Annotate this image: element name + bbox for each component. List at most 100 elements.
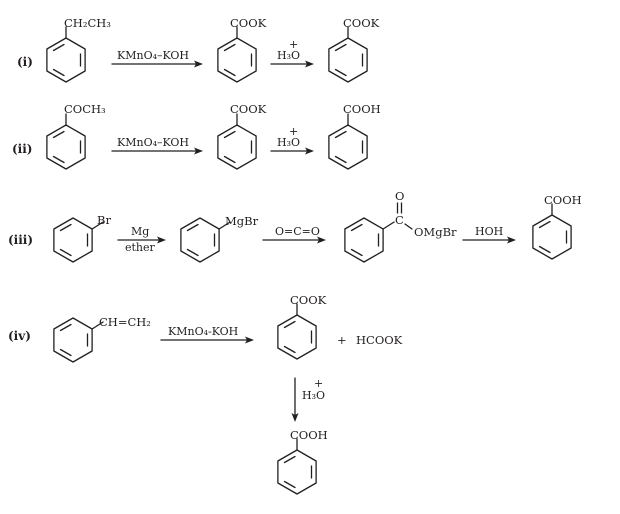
arrow-ii-1 — [111, 147, 203, 155]
phenylmagnesium-bromide-ring-double-bond-3 — [186, 223, 199, 232]
benzoic-acid-ring-iv-double-bond-3 — [283, 455, 296, 464]
bromobenzene-ring-double-bond-2 — [59, 248, 72, 257]
adduct-carbonyl-o: O — [395, 189, 404, 203]
acetyl-group: COCH₃ — [64, 102, 106, 116]
plus-sign: + — [337, 333, 347, 347]
potassium-benzoate-ring-ii-hexagon — [217, 124, 257, 170]
styrene-ring-substituent-bond — [91, 321, 104, 330]
arrow-iv-2-head — [291, 413, 299, 422]
ethylbenzene-ring-double-bond-3 — [52, 43, 65, 52]
arrow-i-2-head — [305, 60, 314, 68]
potassium-benzoate-ring-i-double-bond-2 — [223, 68, 236, 77]
potassium-benzoate-ring-iv-double-bond-2 — [283, 345, 296, 354]
acetophenone-ring-hexagon — [46, 124, 86, 170]
cook-group-i: COOK — [230, 16, 267, 30]
acetophenone-ring — [46, 113, 86, 170]
reagent-i-2: H₃O — [277, 49, 300, 62]
benzoic-acid-ring-iii-double-bond-2 — [538, 245, 551, 254]
arrow-ii-2 — [270, 147, 314, 155]
benzoic-acid-ring-iii — [532, 203, 572, 260]
arrow-iii-1-head — [157, 236, 166, 244]
ethylbenzene-ring — [46, 26, 86, 83]
potassium-benzoate-ring-i-hexagon — [217, 37, 257, 83]
arrow-i-1-head — [194, 60, 203, 68]
arrow-i-2 — [270, 60, 314, 68]
benzoic-acid-ring-ii-double-bond-2 — [334, 155, 347, 164]
ethyl-group: CH₂CH₃ — [64, 16, 111, 30]
reaction-label-iii: (iii) — [8, 233, 33, 247]
reagent-i-1: KMnO₄–KOH — [117, 49, 189, 62]
hcook-byproduct: HCOOK — [356, 333, 403, 347]
benzoic-acid-ring-ii-double-bond-3 — [334, 130, 347, 139]
adduct-ring-double-bond-2 — [350, 248, 363, 257]
ethylbenzene-ring-double-bond-2 — [52, 68, 65, 77]
benzoic-acid-ring-iv-hexagon — [277, 449, 317, 495]
omgbr-group: OMgBr — [414, 225, 457, 239]
mgbr-group: MgBr — [225, 214, 259, 228]
arrow-iii-2 — [262, 236, 326, 244]
arrow-iv-1 — [160, 336, 254, 344]
reagent-iv-1: KMnO₄-KOH — [168, 325, 238, 338]
bromobenzene-ring-double-bond-3 — [59, 223, 72, 232]
adduct-ring-substituent-bond — [382, 221, 395, 230]
phenylmagnesium-bromide-ring-hexagon — [180, 217, 220, 263]
benzoic-acid-ring-iv — [277, 438, 317, 495]
bromobenzene-ring-hexagon — [53, 217, 93, 263]
phenylmagnesium-bromide-ring — [180, 217, 231, 263]
benzoic-acid-ring-iii-double-bond-3 — [538, 220, 551, 229]
reagent-ii-1: KMnO₄–KOH — [117, 136, 189, 149]
arrow-iii-2-head — [317, 236, 326, 244]
arrow-ii-1-head — [194, 147, 203, 155]
potassium-benzoate-ring-ii-double-bond-3 — [223, 130, 236, 139]
adduct-ring-double-bond-3 — [350, 223, 363, 232]
reaction-label-iv: (iv) — [8, 329, 31, 343]
cooh-group-iii: COOH — [544, 193, 582, 207]
potassium-benzoate-ring-iv-hexagon — [277, 314, 317, 360]
product-ring-i-hexagon — [328, 37, 368, 83]
benzoic-acid-ring-iii-hexagon — [532, 214, 572, 260]
cooh-group-iv: COOH — [290, 428, 328, 442]
styrene-ring-double-bond-2 — [59, 348, 72, 357]
cook-group-ii: COOK — [230, 102, 267, 116]
benzoic-acid-ring-iv-double-bond-2 — [283, 480, 296, 489]
cook-group-iv: COOK — [290, 293, 327, 307]
reaction-label-ii: (ii) — [12, 142, 32, 156]
product-group-i: COOK — [343, 16, 380, 30]
arrow-iii-1 — [117, 236, 166, 244]
benzoic-acid-ring-ii-hexagon — [328, 124, 368, 170]
arrow-ii-2-head — [305, 147, 314, 155]
styrene-ring-double-bond-3 — [59, 323, 72, 332]
styrene-ring — [53, 317, 104, 363]
product-ring-i-double-bond-2 — [334, 68, 347, 77]
product-ring-i-double-bond-3 — [334, 43, 347, 52]
potassium-benzoate-ring-iv — [277, 303, 317, 360]
bromo-group: Br — [97, 213, 111, 227]
potassium-benzoate-ring-ii-double-bond-2 — [223, 155, 236, 164]
phenylmagnesium-bromide-ring-substituent-bond — [218, 221, 231, 230]
reagent-iv-2: H₃O — [302, 389, 325, 402]
product-ring-i — [328, 26, 368, 83]
reagent-iii-3: HOH — [475, 225, 503, 238]
arrow-iii-3 — [462, 236, 516, 244]
acetophenone-ring-double-bond-2 — [52, 155, 65, 164]
reagent-i-2-plus: + — [289, 38, 298, 51]
potassium-benzoate-ring-iv-double-bond-3 — [283, 320, 296, 329]
adduct-ring-hexagon — [344, 217, 384, 263]
vinyl-group: CH=CH₂ — [99, 315, 151, 329]
potassium-benzoate-ring-ii — [217, 113, 257, 170]
potassium-benzoate-ring-i-double-bond-3 — [223, 43, 236, 52]
reaction-label-i: (i) — [17, 55, 33, 69]
cooh-group-ii: COOH — [343, 102, 381, 116]
reagent-ii-2: H₃O — [277, 136, 300, 149]
adduct-ring — [344, 217, 395, 263]
reagent-iv-2-plus: + — [314, 377, 323, 390]
reagent-iii-1-top: Mg — [131, 225, 149, 238]
bromobenzene-ring-substituent-bond — [91, 221, 104, 230]
acetophenone-ring-double-bond-3 — [52, 130, 65, 139]
arrow-iv-1-head — [245, 336, 254, 344]
reagent-iii-1-bottom: ether — [125, 241, 156, 254]
arrow-iii-3-head — [507, 236, 516, 244]
potassium-benzoate-ring-i — [217, 26, 257, 83]
arrow-i-1 — [111, 60, 203, 68]
